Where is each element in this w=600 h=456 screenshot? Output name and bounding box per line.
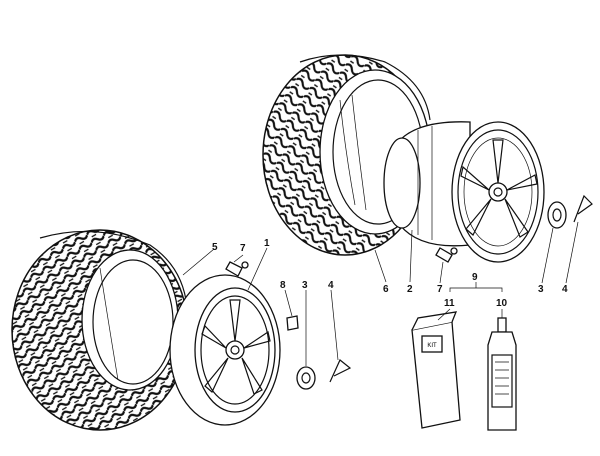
callout-front-nut: 3 bbox=[302, 280, 308, 291]
front-tyre bbox=[11, 229, 189, 431]
callout-front-valve: 7 bbox=[240, 243, 246, 254]
rear-wheel-face bbox=[451, 121, 545, 263]
repair-kit-bag: KIT bbox=[411, 311, 461, 429]
front-valve bbox=[225, 261, 249, 277]
sealant-bottle bbox=[487, 317, 517, 431]
callout-front-tyre: 5 bbox=[212, 242, 218, 253]
callout-front-spacer: 8 bbox=[280, 280, 286, 291]
front-spacer-clip bbox=[286, 315, 299, 331]
leader-lines bbox=[182, 221, 579, 366]
rear-valve bbox=[435, 247, 458, 263]
front-wheel-nut bbox=[296, 366, 316, 390]
callout-kit-bottle: 10 bbox=[496, 298, 508, 309]
front-safety-clip bbox=[329, 359, 352, 383]
callout-rear-nut: 3 bbox=[538, 284, 544, 295]
callout-rear-tyre: 6 bbox=[383, 284, 389, 295]
callout-kit: 9 bbox=[472, 272, 478, 283]
callout-rear-valve: 7 bbox=[437, 284, 443, 295]
rear-wheel-nut bbox=[547, 201, 567, 229]
rear-safety-clip bbox=[573, 194, 593, 223]
callouts-rear: 6 2 7 3 4 bbox=[383, 284, 568, 295]
callouts-front: 5 7 1 8 3 4 bbox=[212, 238, 334, 291]
callouts-kit: 9 11 10 bbox=[444, 272, 508, 309]
callout-kit-bag: 11 bbox=[444, 298, 455, 309]
callout-rear-clip: 4 bbox=[562, 284, 568, 295]
callout-front-clip: 4 bbox=[328, 280, 334, 291]
kit-bag-label: KIT bbox=[427, 343, 437, 349]
callout-front-wheel: 1 bbox=[264, 238, 270, 249]
callout-rear-rim: 2 bbox=[407, 284, 413, 295]
front-wheel bbox=[169, 274, 281, 426]
